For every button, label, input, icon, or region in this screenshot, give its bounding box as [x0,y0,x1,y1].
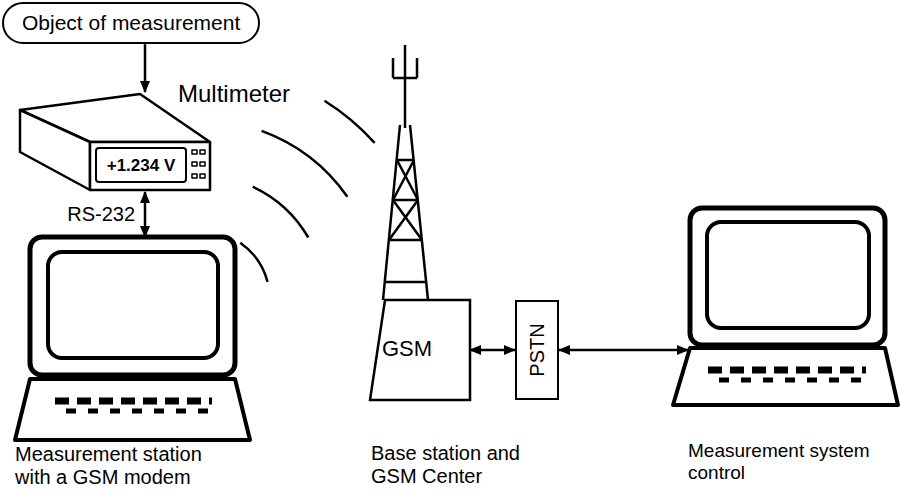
station-caption: Base station and GSM Center [371,442,541,488]
node-text: +1.234 V [98,149,184,183]
multimeter-body [20,94,210,190]
laptop-left [15,237,250,440]
node-text: Object of measurement [22,11,240,35]
interface-label: RS-232 [67,203,135,226]
node-text: Measurement station with a GSM modem [15,443,215,489]
radio-wave [262,131,348,197]
connector-arrow [470,349,515,352]
node-text: PSTN [526,323,549,376]
radio-wave [240,243,267,282]
node-text: GSM [382,336,432,361]
radio-waves [240,101,374,282]
laptop-right [673,208,898,405]
object-box: Object of measurement [2,2,260,44]
laptop-node: Measurement station with a GSM modem [15,237,251,492]
connector-arrow [144,44,147,92]
pstn-box: PSTN [515,300,559,400]
gsm-node: GSM [370,300,470,400]
device-label: Multimeter [178,80,290,108]
radio-wave [325,101,375,143]
radio-wave [253,187,308,238]
gsm-box [370,300,470,400]
node-text: Measurement system control [688,440,898,484]
laptop-node: Measurement system control [688,208,898,488]
connector-arrow [144,192,147,237]
connector-arrow [559,349,688,352]
antenna-tower [383,45,428,300]
